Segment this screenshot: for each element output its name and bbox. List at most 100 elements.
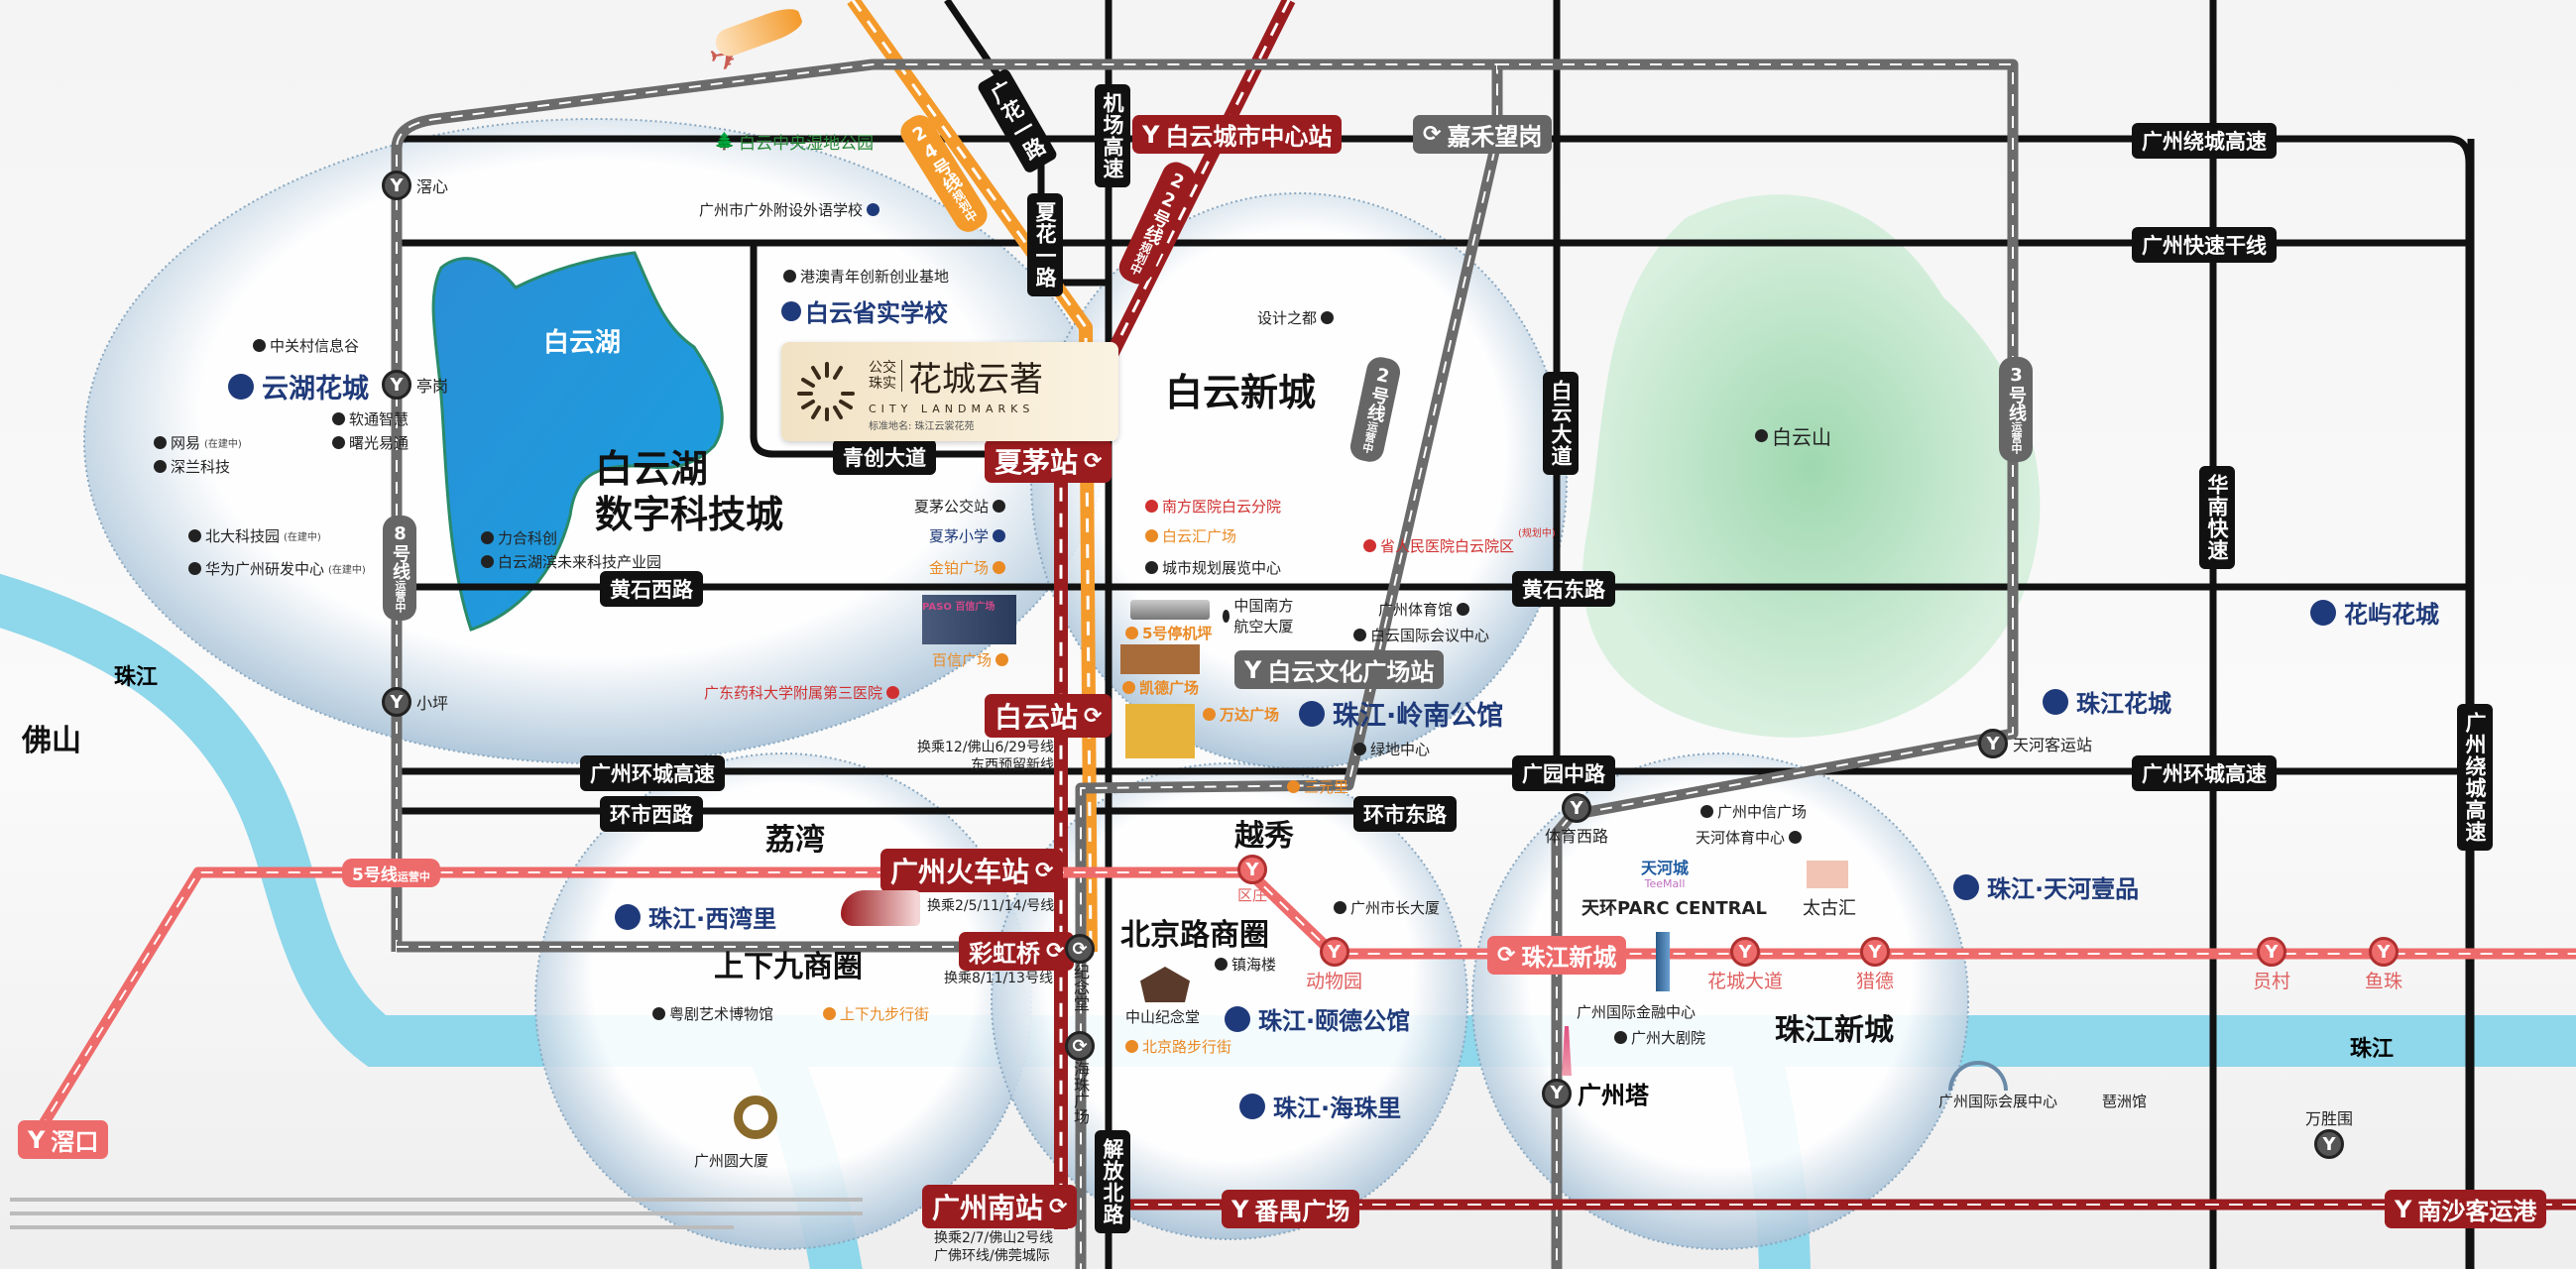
station-guangzhou-south-transfer: 换乘2/7/佛山2号线广佛环线/佛莞城际 <box>934 1230 1054 1264</box>
station-baiyun[interactable]: 白云站⟳ <box>985 694 1112 738</box>
line-3-label: 3号线运营中 <box>1999 357 2033 462</box>
road-baiyun-avenue: 白云大道 <box>1543 372 1579 475</box>
project-yide-gongguan[interactable]: 珠江·颐德公馆 <box>1225 1001 1410 1036</box>
district-shangxiajiu: 上下九商圈 <box>714 950 863 984</box>
road-huanshi-east: 环市东路 <box>1353 796 1457 832</box>
poi-sun-yatsen-memorial: 中山纪念堂 <box>1125 1008 1201 1026</box>
poi-ruantong: 软通智慧 <box>332 408 409 429</box>
station-guangzhou-railway[interactable]: 广州火车站⟳ <box>880 849 1064 892</box>
poi-planning-exhibition: 城市规划展览中心 <box>1145 557 1281 578</box>
district-zhujiang-new-town: 珠江新城 <box>1775 1013 1894 1048</box>
poi-ifc: 广州国际金融中心 <box>1577 1003 1697 1021</box>
project-huayu-huacheng[interactable]: 花屿花城 <box>2310 595 2439 630</box>
station-guangzhou-south[interactable]: 广州南站⟳ <box>922 1185 1078 1228</box>
building-icon <box>332 436 345 449</box>
project-zhujiang-huacheng[interactable]: 珠江花城 <box>2043 684 2171 719</box>
poi-sanyuanli: 三元里 <box>1287 776 1348 797</box>
building-icon <box>1789 831 1803 844</box>
lake-label: 白云湖 <box>543 328 622 358</box>
district-beijinglu: 北京路商圈 <box>1120 918 1269 953</box>
road-qingchuang-avenue: 青创大道 <box>833 439 936 475</box>
poi-huawei-rd: 华为广州研发中心(在建中) <box>188 558 366 579</box>
kaide-photo <box>1120 644 1200 674</box>
river-label: 珠江 <box>114 665 159 690</box>
school-icon <box>993 529 1006 542</box>
shopping-icon <box>1125 1040 1138 1053</box>
project-xiwanli[interactable]: 珠江·西湾里 <box>615 899 776 934</box>
building-icon <box>1457 603 1470 616</box>
poi-wetland-park: 🌲白云中央湿地公园 <box>714 131 875 155</box>
station-zhujiang-new-town[interactable]: ⟳珠江新城 <box>1487 936 1627 975</box>
shopping-icon <box>1287 780 1300 793</box>
poi-guangzhou-circle: 广州圆大厦 <box>694 1152 769 1170</box>
road-huangshi-west: 黄石西路 <box>600 571 703 607</box>
station-memorial-hall[interactable]: ⟳纪念堂 <box>1065 934 1095 1011</box>
school-icon <box>867 203 880 216</box>
poi-baiyunhui-plaza: 白云汇广场 <box>1145 525 1236 546</box>
project-logo-icon <box>797 362 855 421</box>
shopping-icon <box>1122 681 1135 694</box>
poi-wanda-plaza: 万达广场 <box>1203 704 1279 725</box>
station-haizhu-square[interactable]: ⟳海珠广场 <box>1065 1031 1095 1124</box>
poi-lakeside-park: 白云湖滨未来科技产业园 <box>481 551 661 572</box>
metro-icon: Y <box>1860 937 1890 967</box>
district-liwan: 荔湾 <box>765 823 825 858</box>
baiyun-mountain <box>1582 194 2041 738</box>
building-icon <box>652 1007 665 1020</box>
bus-icon <box>993 500 1006 513</box>
mountain-label: 白云山 <box>1755 421 1831 450</box>
project-tianhe-yipin[interactable]: 珠江·天河壹品 <box>1953 869 2139 904</box>
project-haizhuli[interactable]: 珠江·海珠里 <box>1239 1089 1401 1123</box>
hospital-icon <box>1145 500 1158 513</box>
station-caihongqiao-transfer: 换乘8/11/13号线 <box>944 971 1053 986</box>
district-yuexiu: 越秀 <box>1234 819 1294 854</box>
poi-provincial-hospital: 省人民医院白云院区(规划中) <box>1363 528 1556 556</box>
project-yunhu-huacheng[interactable]: 云湖花城 <box>228 367 369 405</box>
poi-baixin-plaza: 百信广场 <box>932 649 1009 670</box>
building-icon <box>1334 901 1347 914</box>
station-jiahewanggang[interactable]: ⟳嘉禾望岗 <box>1413 115 1553 154</box>
metro-icon: Y <box>2395 1195 2412 1223</box>
station-caihongqiao[interactable]: 彩虹桥⟳ <box>959 932 1075 971</box>
project-lingnan-gongguan[interactable]: 珠江·岭南公馆 <box>1299 694 1503 733</box>
building-icon <box>1700 805 1713 818</box>
road-huanshi-west: 环市西路 <box>600 796 703 832</box>
region-foshan: 佛山 <box>22 724 81 758</box>
district-baiyun-new-city: 白云新城 <box>1165 371 1317 414</box>
road-huangshi-east: 黄石东路 <box>1512 571 1615 607</box>
metro-icon: Y <box>2314 1129 2344 1159</box>
school-icon <box>781 300 801 321</box>
building-icon <box>615 903 641 930</box>
poi-shenlan: 深兰科技 <box>154 456 230 477</box>
building-icon <box>1299 700 1325 727</box>
building-icon <box>1239 1093 1265 1119</box>
project-logo-card[interactable]: 公交珠实 花城云著 CITY LANDMARKS 标准地名: 珠江云裳花苑 <box>781 342 1118 441</box>
metro-icon: Y <box>1231 1195 1249 1223</box>
poi-taikoo-hui: 太古汇 <box>1803 898 1856 919</box>
taikoo-hui-logo <box>1807 861 1848 888</box>
poi-mayor-building: 广州市长大厦 <box>1334 897 1440 918</box>
station-xiamao[interactable]: 夏茅站⟳ <box>985 439 1112 483</box>
poi-design-capital: 设计之都 <box>1257 307 1335 328</box>
building-icon <box>481 531 494 544</box>
building-icon <box>1215 958 1228 971</box>
